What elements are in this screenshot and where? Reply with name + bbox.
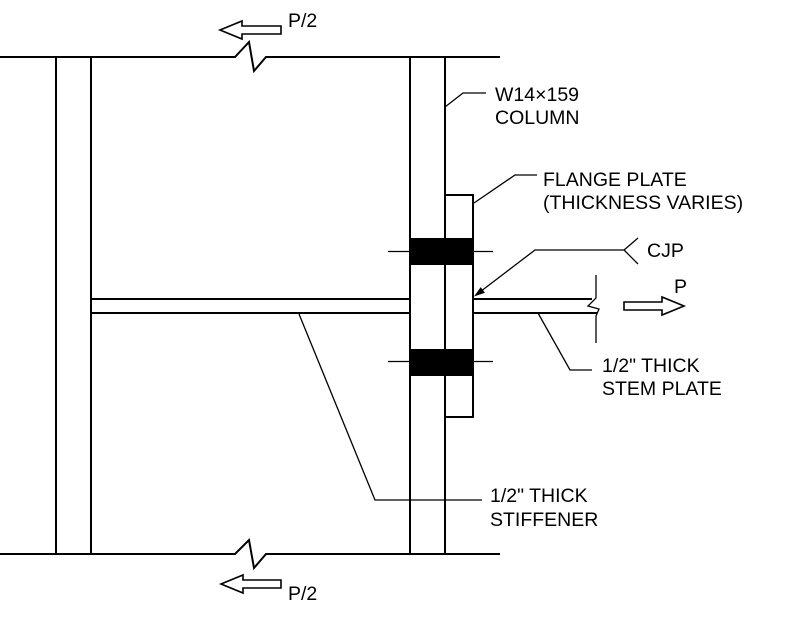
load-label-bottom: P/2 xyxy=(288,583,317,605)
stem-plate-label-leader xyxy=(537,312,592,371)
stem-plate-label-line1: 1/2" THICK xyxy=(602,355,700,377)
cjp-leader xyxy=(474,237,639,297)
flange-plate xyxy=(444,194,474,418)
top-boundary-line-with-break xyxy=(0,39,500,74)
flange-plate-label-line2: (THICKNESS VARIES) xyxy=(543,192,743,214)
stiffener-plate xyxy=(91,298,410,314)
column-label-line2: COLUMN xyxy=(495,107,580,129)
bottom-boundary-line-with-break xyxy=(0,537,500,571)
column-label-leader xyxy=(444,92,486,108)
stem-plate-break-symbol xyxy=(586,275,600,343)
stiffener-label-line2: STIFFENER xyxy=(490,509,598,531)
cjp-weld-bottom xyxy=(410,349,473,376)
column-w14x159 xyxy=(409,57,446,554)
load-arrow-left-top-icon xyxy=(217,19,282,41)
stem-plate-label-line2: STEM PLATE xyxy=(602,378,722,400)
stiffener-label-leader xyxy=(298,313,482,501)
load-arrow-left-bottom-icon xyxy=(218,573,282,595)
left-column xyxy=(55,57,92,554)
flange-plate-label-leader xyxy=(473,174,537,204)
load-label-right: P xyxy=(674,276,687,298)
cjp-leader-line xyxy=(475,249,624,296)
flange-plate-label-line1: FLANGE PLATE xyxy=(543,169,687,191)
cjp-chevron-icon xyxy=(623,237,639,265)
load-label-top: P/2 xyxy=(288,10,317,32)
cjp-arrowhead-icon xyxy=(474,287,485,297)
cjp-weld-top xyxy=(410,238,473,265)
cjp-label: CJP xyxy=(647,240,684,262)
stiffener-label-line1: 1/2" THICK xyxy=(490,485,588,507)
column-label-line1: W14×159 xyxy=(495,84,579,106)
stem-plate xyxy=(473,275,600,343)
load-arrow-right-icon xyxy=(623,295,687,317)
